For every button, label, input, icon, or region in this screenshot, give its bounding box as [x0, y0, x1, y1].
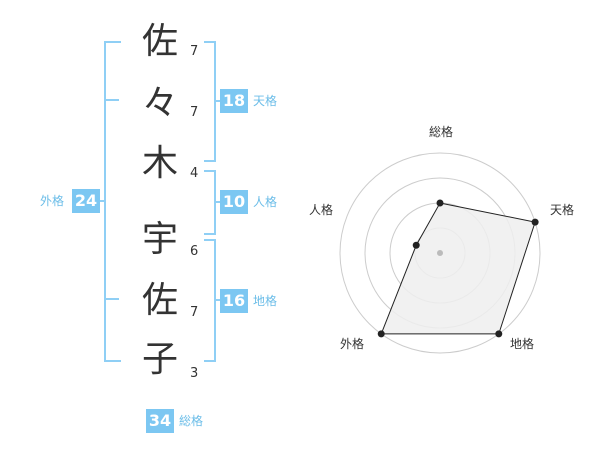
stroke-count-5: 7: [190, 305, 199, 320]
name-char-3: 木: [141, 143, 178, 184]
jinkaku-label: 人格: [253, 195, 278, 209]
soukaku-badge: 34: [146, 409, 174, 433]
bracket-tick: [104, 298, 119, 300]
radar-axis-label-soukaku: 総格: [429, 125, 454, 139]
gaikaku-badge: 24: [72, 189, 100, 213]
radar-point-5: [412, 241, 420, 249]
bracket-connector: [214, 299, 220, 301]
bracket-tick: [104, 99, 119, 101]
radar-grid-ring: [339, 152, 541, 354]
stroke-count-3: 4: [190, 166, 199, 181]
radar-axis-label-tenkaku: 天格: [550, 203, 575, 217]
chikaku-badge: 16: [220, 289, 248, 313]
bracket-connector: [214, 100, 220, 102]
gaikaku-label: 外格: [40, 194, 65, 208]
bracket-connector: [214, 201, 220, 203]
chikaku-label: 地格: [253, 294, 278, 308]
name-char-4: 宇: [141, 219, 178, 260]
jinkaku-badge: 10: [220, 190, 248, 214]
soukaku-label: 総格: [179, 414, 204, 428]
radar-point-2: [531, 218, 539, 226]
name-char-5: 佐: [141, 280, 178, 321]
radar-point-4: [377, 330, 385, 338]
name-char-6: 子: [141, 339, 178, 380]
name-char-2: 々: [141, 83, 178, 124]
stroke-count-4: 6: [190, 244, 199, 259]
stroke-count-1: 7: [190, 44, 199, 59]
stroke-count-2: 7: [190, 105, 199, 120]
radar-axis-label-gaikaku: 外格: [340, 337, 365, 351]
radar-series-area: [380, 202, 536, 335]
radar-axis-label-chikaku: 地格: [510, 337, 535, 351]
radar-point-3: [495, 330, 503, 338]
bracket-connector: [98, 200, 106, 202]
radar-axis-label-jinkaku: 人格: [309, 203, 334, 217]
tenkaku-label: 天格: [253, 94, 278, 108]
name-char-1: 佐: [141, 21, 178, 62]
stroke-count-6: 3: [190, 366, 199, 381]
radar-point-1: [436, 199, 444, 207]
tenkaku-badge: 18: [220, 89, 248, 113]
radar-center-dot: [437, 250, 443, 256]
